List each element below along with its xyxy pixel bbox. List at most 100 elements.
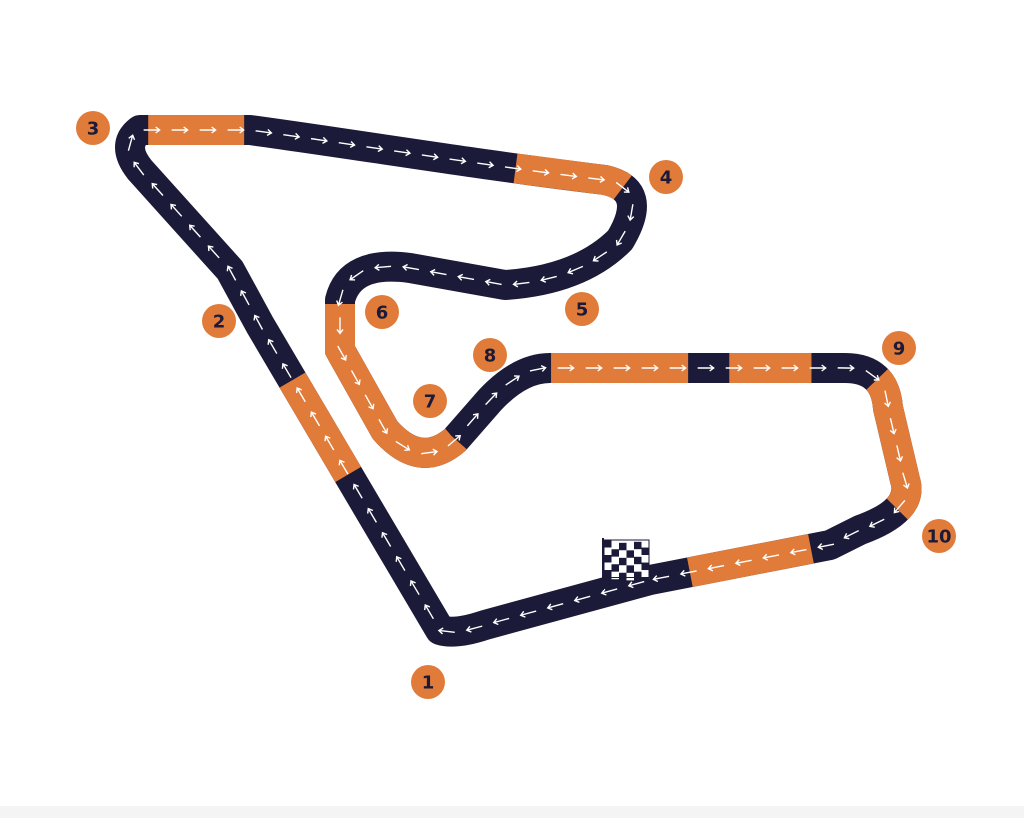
arrow-icon bbox=[512, 280, 530, 288]
arrow-icon bbox=[409, 579, 420, 596]
arrow-icon bbox=[485, 392, 498, 406]
arrow-icon bbox=[337, 345, 347, 361]
turn-badge-4: 4 bbox=[649, 160, 683, 194]
arrow-icon bbox=[324, 435, 335, 451]
arrow-icon bbox=[283, 132, 301, 140]
arrow-icon bbox=[394, 149, 412, 157]
arrow-icon bbox=[188, 224, 201, 238]
turn-number: 2 bbox=[213, 312, 226, 333]
arrow-icon bbox=[366, 145, 384, 153]
turn-number: 10 bbox=[926, 527, 951, 548]
arrow-icon bbox=[627, 204, 635, 222]
arrow-icon bbox=[484, 278, 502, 286]
arrow-icon bbox=[492, 617, 510, 626]
arrow-icon bbox=[505, 375, 520, 386]
arrow-icon bbox=[865, 369, 880, 381]
arrow-icon bbox=[477, 161, 495, 169]
turn-badges: 1 2 3 4 5 6 7 8 9 10 bbox=[76, 111, 956, 699]
arrow-icon bbox=[378, 418, 389, 435]
arrow-icon bbox=[449, 157, 467, 165]
arrow-icon bbox=[884, 390, 892, 408]
arrow-icon bbox=[567, 265, 584, 275]
arrow-icon bbox=[255, 128, 273, 136]
turn-badge-3: 3 bbox=[76, 111, 110, 145]
arrow-icon bbox=[267, 338, 278, 354]
arrow-icon bbox=[707, 564, 725, 572]
arrow-icon bbox=[350, 370, 361, 386]
arrow-icon bbox=[352, 483, 363, 499]
arrow-icon bbox=[457, 273, 475, 281]
arrow-icon bbox=[465, 625, 483, 633]
turn-badge-7: 7 bbox=[413, 384, 447, 418]
track-surface bbox=[115, 115, 922, 647]
arrow-icon bbox=[133, 161, 145, 176]
arrow-icon bbox=[789, 548, 807, 556]
arrow-icon bbox=[652, 575, 670, 583]
arrow-icon bbox=[281, 362, 292, 379]
arrow-icon bbox=[725, 364, 743, 372]
arrow-icon bbox=[600, 588, 618, 596]
arrow-icon bbox=[546, 603, 564, 611]
arrow-icon bbox=[669, 364, 687, 372]
turn-badge-9: 9 bbox=[882, 331, 916, 365]
turn-badge-5: 5 bbox=[565, 292, 599, 326]
arrow-icon bbox=[585, 364, 603, 372]
arrow-icon bbox=[697, 364, 715, 372]
arrow-icon bbox=[310, 411, 321, 427]
arrow-icon bbox=[504, 165, 522, 173]
arrow-icon bbox=[809, 364, 827, 372]
arrow-icon bbox=[592, 251, 608, 262]
arrow-icon bbox=[151, 182, 164, 196]
turn-badge-1: 1 bbox=[411, 665, 445, 699]
turn-number: 8 bbox=[484, 346, 497, 367]
arrow-icon bbox=[560, 172, 578, 180]
arrow-icon bbox=[421, 448, 439, 456]
arrow-icon bbox=[762, 553, 780, 561]
arrow-icon bbox=[402, 263, 420, 271]
arrow-icon bbox=[588, 175, 606, 184]
arrow-icon bbox=[447, 434, 462, 447]
turn-badge-10: 10 bbox=[922, 519, 956, 553]
arrow-icon bbox=[615, 230, 626, 246]
arrow-icon bbox=[532, 168, 550, 176]
arrow-icon bbox=[557, 364, 575, 372]
arrow-icon bbox=[336, 317, 344, 335]
arrow-icon bbox=[253, 314, 264, 330]
arrow-icon bbox=[529, 364, 547, 372]
arrow-icon bbox=[127, 134, 136, 151]
arrow-icon bbox=[902, 472, 910, 490]
turn-number: 6 bbox=[376, 303, 389, 324]
arrow-icon bbox=[817, 543, 835, 551]
page-bottom-edge bbox=[0, 806, 1024, 818]
arrow-icon bbox=[207, 245, 220, 259]
arrow-icon bbox=[364, 394, 375, 410]
arrow-icon bbox=[573, 595, 591, 604]
arrow-icon bbox=[395, 555, 406, 571]
arrow-icon bbox=[226, 265, 237, 281]
arrow-icon bbox=[429, 268, 447, 276]
arrow-icon bbox=[615, 181, 630, 193]
arrow-icon bbox=[437, 627, 455, 635]
arrow-icon bbox=[227, 126, 245, 134]
arrow-icon bbox=[421, 153, 439, 161]
arrow-icon bbox=[519, 610, 537, 618]
arrow-icon bbox=[381, 531, 392, 547]
arrow-icon bbox=[540, 275, 557, 283]
arrow-icon bbox=[423, 604, 434, 620]
turn-number: 3 bbox=[87, 119, 100, 140]
arrow-icon bbox=[349, 270, 364, 281]
arrow-icon bbox=[889, 417, 897, 435]
arrow-icon bbox=[143, 126, 161, 134]
arrow-icon bbox=[753, 364, 771, 372]
arrow-icon bbox=[373, 263, 392, 271]
arrow-icon bbox=[171, 126, 189, 134]
arrow-icon bbox=[338, 140, 356, 149]
arrow-icon bbox=[868, 518, 885, 528]
arrow-icon bbox=[893, 499, 906, 514]
arrow-icon bbox=[395, 440, 411, 452]
arrow-icon bbox=[310, 136, 329, 144]
arrow-icon bbox=[734, 559, 752, 567]
arrow-icon bbox=[239, 289, 250, 306]
arrow-icon bbox=[781, 364, 799, 372]
